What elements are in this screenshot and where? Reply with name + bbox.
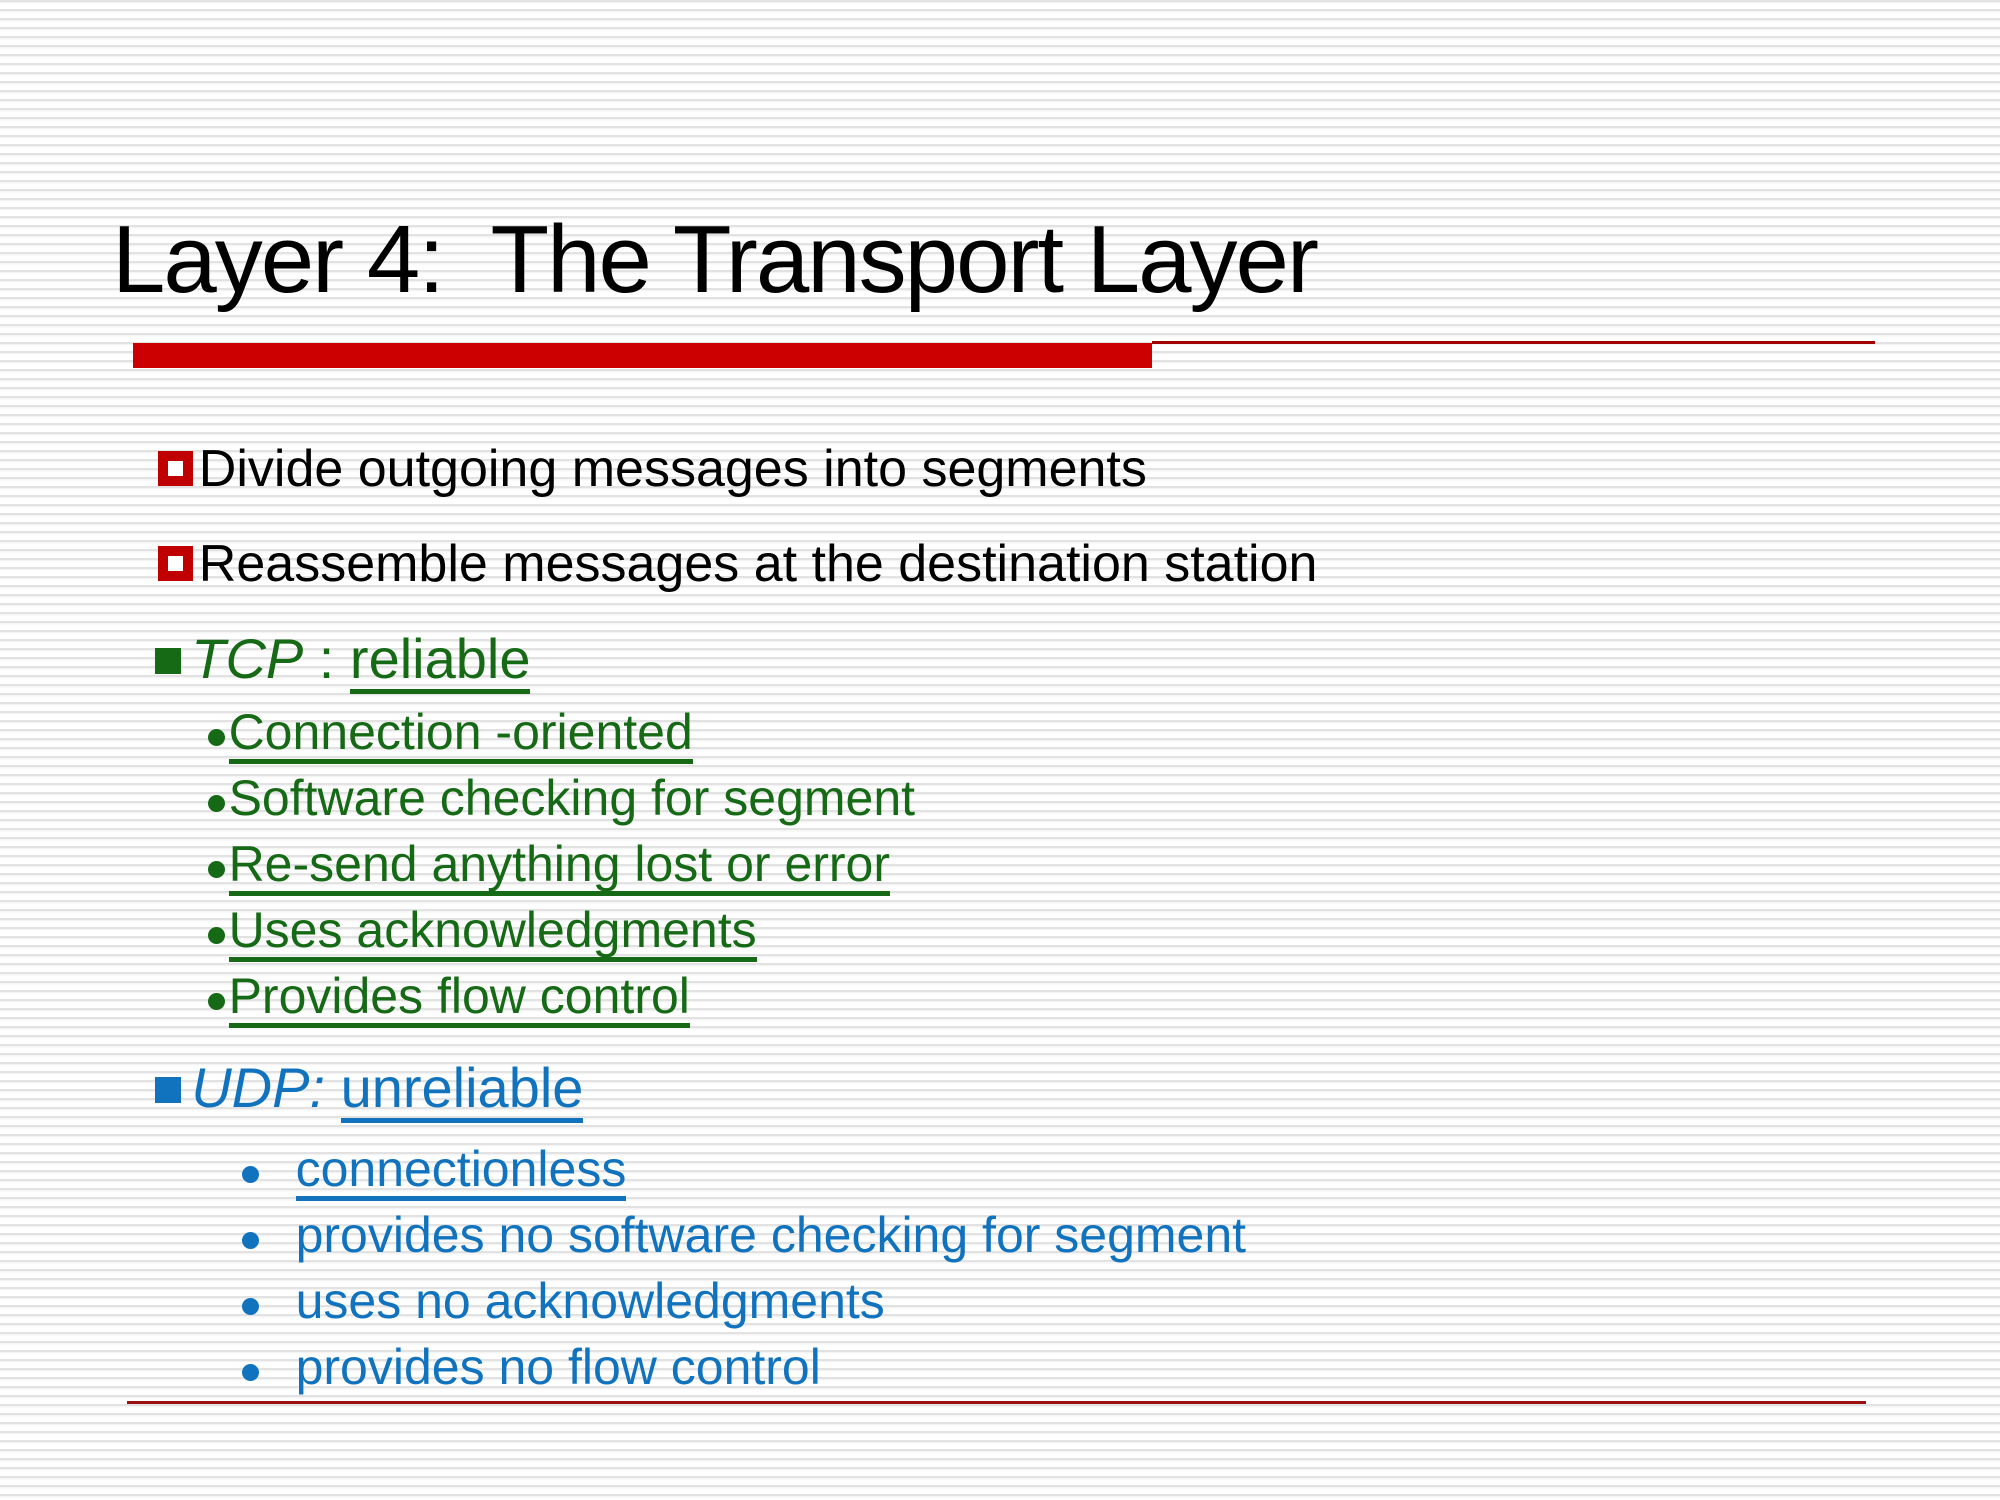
udp-subitem-text: provides no flow control [295, 1339, 821, 1395]
dot-bullet-icon [207, 861, 225, 878]
footer-rule [127, 1401, 1866, 1404]
udp-protocol-label: UDP: [191, 1056, 326, 1119]
udp-subitem: provides no flow control [186, 1292, 821, 1442]
udp-subitem-text: provides no software checking for segmen… [295, 1207, 1247, 1263]
tcp-subitem-text: Software checking for segment [228, 770, 916, 826]
tcp-subitem-text: Connection -oriented [228, 707, 693, 764]
slide-title: Layer 4: The Transport Layer [112, 206, 1319, 313]
dot-bullet-icon [241, 1232, 259, 1249]
tcp-separator: : [303, 627, 350, 690]
udp-subitem-text: connectionless [295, 1144, 627, 1201]
udp-heading: UDP: unreliable [93, 1004, 584, 1179]
dot-bullet-icon [207, 729, 225, 746]
hollow-square-bullet-icon [157, 546, 193, 581]
bullet-text: Reassemble messages at the destination s… [198, 535, 1318, 593]
dot-bullet-icon [241, 1298, 259, 1315]
tcp-subitem: Connection -oriented [152, 657, 693, 814]
dot-bullet-icon [207, 927, 225, 944]
tcp-subitem: Software checking for segment [152, 723, 915, 873]
udp-subitem: uses no acknowledgments [186, 1226, 885, 1376]
filled-square-bullet-icon [155, 648, 182, 674]
title-accent-rule [1152, 341, 1875, 344]
tcp-subitem: Uses acknowledgments [152, 855, 757, 1012]
dot-bullet-icon [241, 1166, 259, 1183]
tcp-subitem-text: Re-send anything lost or error [228, 839, 891, 896]
hollow-square-bullet-icon [157, 451, 193, 486]
tcp-subitem: Re-send anything lost or error [152, 789, 891, 946]
title-accent-bar [133, 343, 1152, 368]
udp-subitem: provides no software checking for segmen… [186, 1160, 1246, 1310]
dot-bullet-icon [207, 795, 225, 812]
udp-subitem-text: uses no acknowledgments [295, 1273, 885, 1329]
tcp-keyword: reliable [349, 631, 531, 694]
tcp-subitem-text: Provides flow control [228, 971, 690, 1028]
filled-square-bullet-icon [155, 1077, 182, 1103]
tcp-protocol-label: TCP [191, 627, 304, 690]
dot-bullet-icon [241, 1364, 259, 1381]
tcp-subitem-text: Uses acknowledgments [228, 905, 757, 962]
udp-subitem: connectionless [186, 1094, 627, 1251]
bullet-item: Reassemble messages at the destination s… [100, 486, 1317, 642]
tcp-subitem: Provides flow control [152, 921, 690, 1078]
bullet-text: Divide outgoing messages into segments [198, 440, 1147, 498]
udp-keyword: unreliable [340, 1060, 584, 1123]
tcp-heading: TCP : reliable [93, 575, 531, 750]
bullet-item: Divide outgoing messages into segments [100, 391, 1147, 547]
dot-bullet-icon [207, 993, 225, 1010]
